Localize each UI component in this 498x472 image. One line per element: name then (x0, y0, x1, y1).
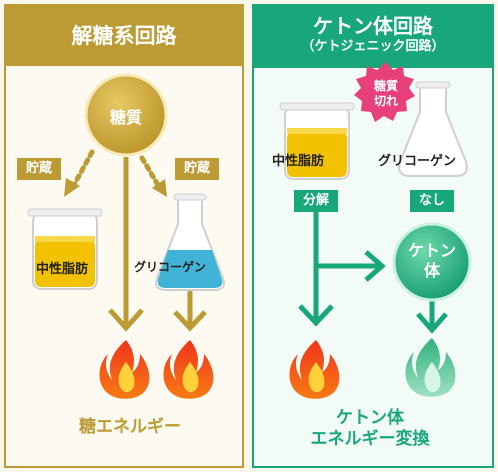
fat-beaker-left (27, 208, 103, 290)
ketone-header: ケトン体回路 （ケトジェニック回路） (254, 6, 492, 68)
ketone-title: ケトン体回路 (313, 14, 433, 38)
flame-icon-left-1 (99, 340, 150, 399)
glycogen-flask-left (155, 193, 225, 291)
glycogen-label-right: グリコーゲン (378, 154, 457, 169)
none-tag: なし (410, 190, 454, 212)
ketone-circle (392, 222, 472, 302)
storage-arrow-right (139, 155, 161, 188)
flame-icon-right (289, 340, 340, 399)
ketone-label-line-2: 体 (423, 261, 440, 280)
fat-beaker-right (279, 102, 355, 180)
carb-depleted-line-2: 切れ (373, 94, 398, 108)
fat-label-right: 中性脂肪 (272, 154, 325, 169)
ketone-subtitle: （ケトジェニック回路） (301, 39, 445, 54)
storage-tag-right: 貯蔵 (175, 158, 219, 180)
glucose-energy-label: 糖エネルギー (79, 417, 181, 437)
storage-arrow-left (71, 149, 95, 188)
glycolysis-title: 解糖系回路 (6, 6, 242, 66)
ketone-energy-label-2: エネルギー変換 (310, 429, 430, 449)
carb-depleted-badge (354, 62, 415, 122)
storage-arrow-right-head (152, 179, 167, 197)
ketone-energy-label-1: ケトン体 (336, 408, 404, 428)
ketone-label-line-1: ケトン (407, 241, 456, 260)
storage-tag-left: 貯蔵 (17, 158, 61, 180)
glycogen-flask-right (398, 81, 468, 177)
glucose-label: 糖質 (109, 108, 142, 127)
flame-icon-left-2 (163, 340, 214, 399)
green-flame-icon (405, 338, 456, 397)
breakdown-tag: 分解 (294, 190, 338, 212)
fat-label-left: 中性脂肪 (36, 262, 89, 277)
storage-arrow-left-head (64, 178, 80, 197)
glycogen-label-left: グリコーゲン (134, 260, 207, 274)
glucose-circle (84, 73, 168, 157)
carb-depleted-line-1: 糖質 (373, 79, 398, 93)
